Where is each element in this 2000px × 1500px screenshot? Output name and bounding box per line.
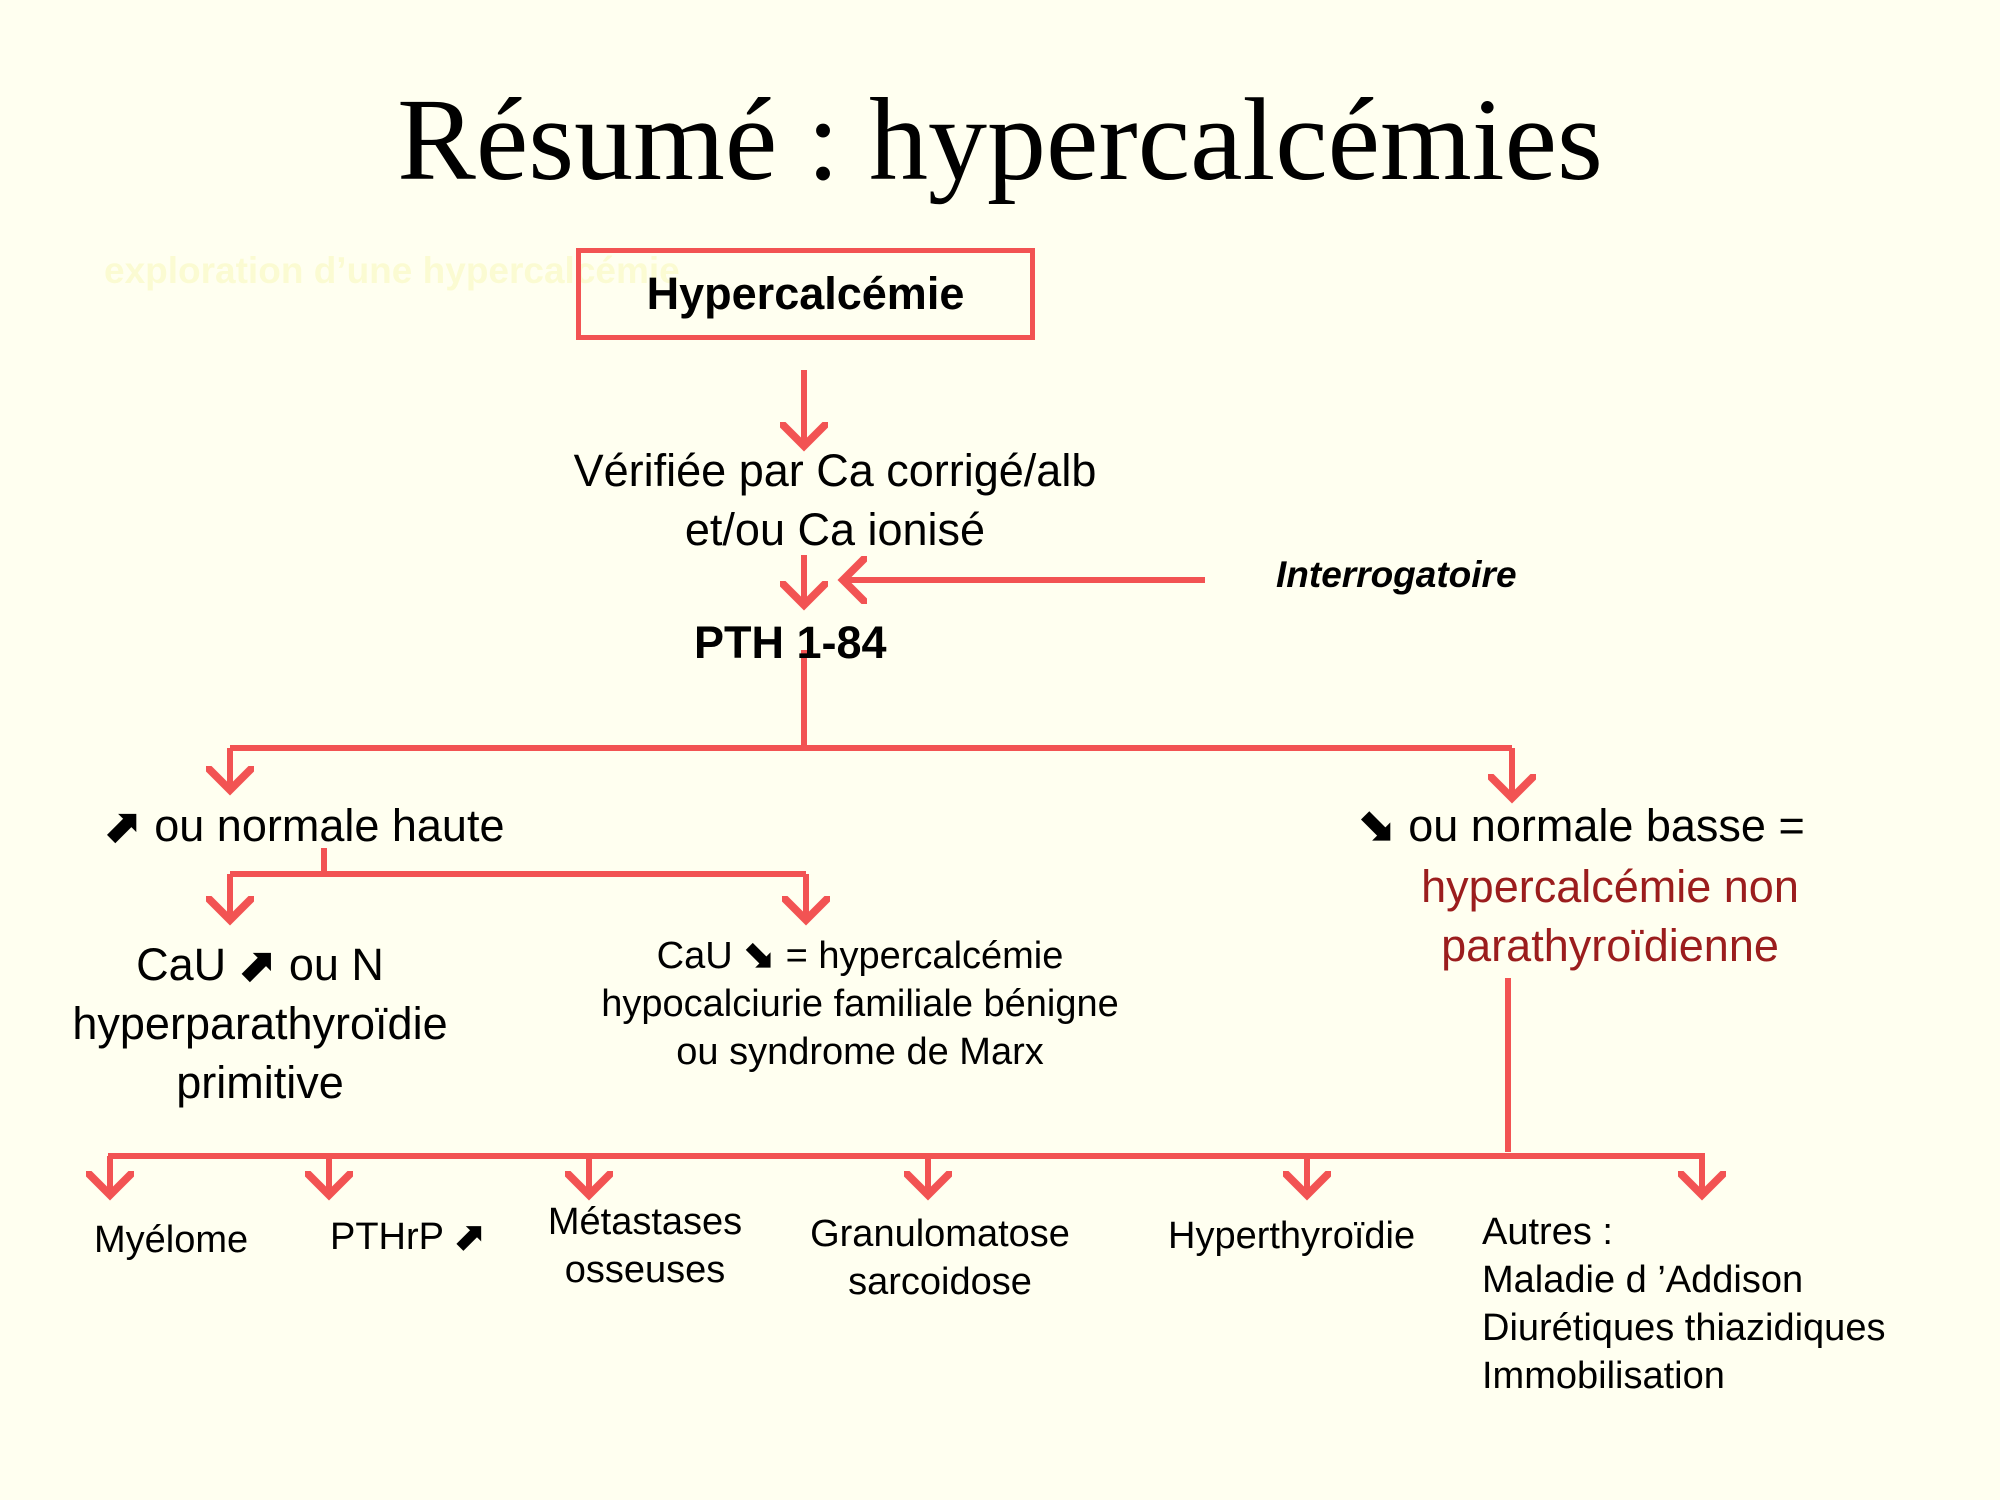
cau-high-line-3: primitive [176, 1057, 344, 1108]
arrow-up-right-icon: ⬈ [238, 939, 277, 990]
arrow-up-right-icon: ⬈ [104, 800, 142, 851]
cau-high-value: ou N [288, 939, 384, 990]
ghost-subtitle: exploration d’une hypercalcémie [104, 250, 680, 291]
cause-autres-line-3: Diurétiques thiazidiques [1482, 1307, 1886, 1349]
cause-autres-line-4: Immobilisation [1482, 1355, 1725, 1397]
non-parathyroid-label: hypercalcémie non parathyroïdienne [1330, 857, 1890, 975]
cause-metastases-line-1: Métastases [547, 1201, 743, 1243]
cau-low-label: CaU [656, 935, 733, 977]
page-title: Résumé : hypercalcémies [397, 74, 1603, 205]
cause-autres: Autres : Maladie d ’Addison Diurétiques … [1482, 1208, 1885, 1400]
root-node-box: Hypercalcémie [576, 248, 1035, 340]
cause-granulomatose: Granulomatose sarcoidose [790, 1210, 1090, 1306]
arrow-down-right-icon: ⬊ [743, 935, 776, 977]
cau-low-line-2: hypocalciurie familiale bénigne [601, 983, 1119, 1025]
arrow-up-right-icon: ⬈ [453, 1216, 486, 1258]
pth-label: PTH 1-84 [694, 617, 887, 668]
cause-pthrp-label: PTHrP [330, 1216, 444, 1258]
verify-node: Vérifiée par Ca corrigé/alb et/ou Ca ion… [500, 441, 1170, 559]
cause-autres-line-2: Maladie d ’Addison [1482, 1259, 1804, 1301]
left-branch-label: ⬈ ou normale haute [104, 796, 504, 855]
right-branch-label: ⬊ ou normale basse = [1358, 796, 1805, 855]
cause-autres-line-1: Autres : [1482, 1211, 1613, 1253]
non-parathyroid-line-2: parathyroïdienne [1441, 920, 1779, 971]
cau-low-node: CaU ⬊ = hypercalcémie hypocalciurie fami… [560, 932, 1160, 1076]
cause-metastases-line-2: osseuses [564, 1249, 726, 1291]
cause-granulomatose-line-1: Granulomatose [810, 1213, 1070, 1255]
right-branch-text: ou normale basse = [1408, 800, 1805, 851]
cause-pthrp: PTHrP ⬈ [330, 1213, 486, 1261]
cau-high-line-2: hyperparathyroïdie [72, 998, 448, 1049]
cau-high-node: CaU ⬈ ou N hyperparathyroïdie primitive [20, 935, 500, 1112]
verify-line-1: Vérifiée par Ca corrigé/alb [573, 445, 1097, 496]
arrow-down-right-icon: ⬊ [1358, 800, 1396, 851]
cau-high-label: CaU [136, 939, 227, 990]
interrogatoire-label: Interrogatoire [1276, 554, 1517, 595]
left-branch-text: ou normale haute [154, 800, 505, 851]
cause-granulomatose-line-2: sarcoidose [848, 1261, 1032, 1303]
cau-low-value: = hypercalcémie [785, 935, 1064, 977]
cause-myelome: Myélome [94, 1219, 249, 1261]
verify-line-2: et/ou Ca ionisé [684, 504, 986, 555]
cause-hyperthyroidie: Hyperthyroïdie [1168, 1215, 1416, 1257]
cau-low-line-3: ou syndrome de Marx [676, 1031, 1044, 1073]
non-parathyroid-line-1: hypercalcémie non [1421, 861, 1799, 912]
root-node-label: Hypercalcémie [646, 268, 965, 319]
cause-metastases: Métastases osseuses [530, 1198, 760, 1294]
